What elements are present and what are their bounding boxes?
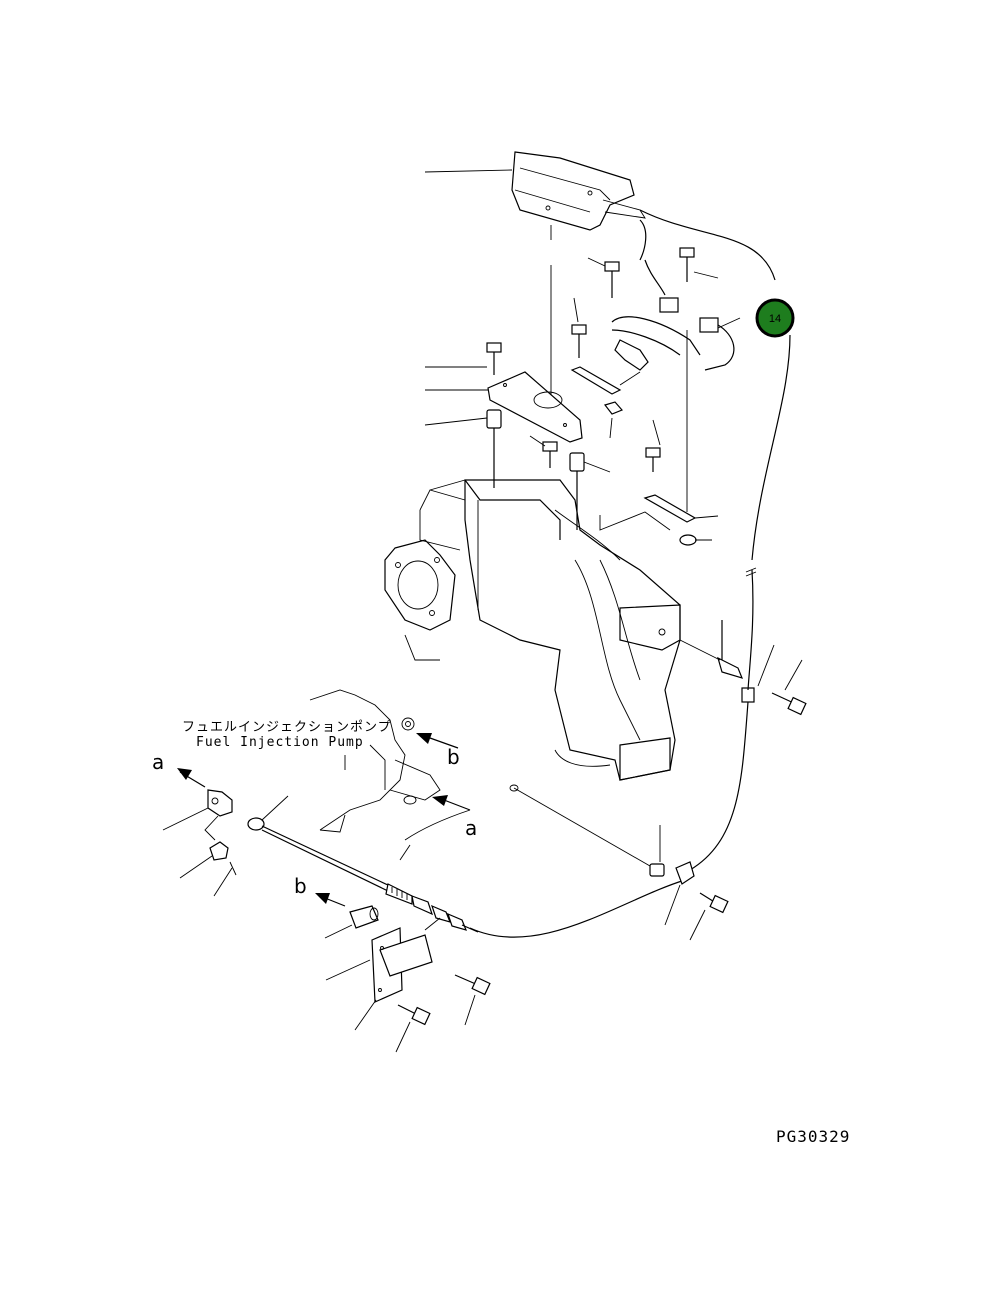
cable-clamp <box>649 861 695 885</box>
leader-line <box>324 924 353 939</box>
leader-line <box>652 419 661 446</box>
connector <box>659 297 735 371</box>
drawing-code: PG30329 <box>776 1127 850 1146</box>
pump-label-en: Fuel Injection Pump <box>196 735 364 750</box>
leader-line <box>395 1021 411 1053</box>
throttle-box <box>511 151 646 231</box>
callout-number: 14 <box>769 313 781 325</box>
leader-line <box>664 884 681 926</box>
bolt <box>397 892 729 1026</box>
spacer <box>349 905 379 929</box>
wire-harness <box>639 209 776 281</box>
leader-line <box>784 659 803 691</box>
leader-line <box>325 959 371 981</box>
control-cable <box>469 879 686 938</box>
wire-harness <box>644 259 666 296</box>
leader-line <box>599 511 671 531</box>
callout-circle <box>755 298 795 338</box>
view-label-a: a <box>465 816 477 840</box>
wire-harness <box>751 334 791 561</box>
leader-line <box>213 867 233 897</box>
leader-line <box>513 787 651 867</box>
leader-line <box>717 317 741 329</box>
pump-label-jp: フュエルインジェクションポンプ <box>182 720 392 735</box>
leader-line <box>694 515 719 519</box>
leader-line <box>162 807 209 831</box>
leader-line <box>399 844 411 861</box>
sensor <box>611 316 701 371</box>
leader-line <box>424 169 513 173</box>
view-label-b: b <box>447 745 460 769</box>
mounting-plate <box>487 371 583 443</box>
control-rod <box>247 817 479 933</box>
leader-line <box>424 417 488 426</box>
wire-harness <box>747 569 754 691</box>
callout-badge: 14 <box>755 298 795 338</box>
leader-line <box>464 994 476 1026</box>
engine-mount-point <box>509 784 519 792</box>
engine-block <box>384 479 681 781</box>
leader-line <box>404 809 471 841</box>
leader-line <box>693 271 719 279</box>
leader-line <box>261 795 289 821</box>
bolt <box>741 687 807 716</box>
pin <box>679 620 744 679</box>
leader-line <box>573 297 579 323</box>
control-cable <box>689 701 749 871</box>
leader-line <box>587 257 606 267</box>
bracket <box>570 366 697 546</box>
leader-line <box>583 461 611 473</box>
bolt <box>486 247 695 472</box>
leader-line <box>354 999 377 1031</box>
ball-joint <box>204 789 237 876</box>
leader-line <box>179 855 213 879</box>
leader-line <box>529 435 546 447</box>
wire-harness <box>639 219 647 261</box>
view-label-a: a <box>152 750 164 774</box>
support-bracket <box>371 927 433 1003</box>
leader-line <box>424 917 441 931</box>
view-arrow <box>177 733 471 907</box>
fuel-injection-pump <box>309 689 441 833</box>
view-label-b: b <box>294 874 307 898</box>
leader-line <box>619 371 641 386</box>
leader-line <box>609 417 613 439</box>
leader-line <box>757 644 775 687</box>
spacer <box>486 409 585 530</box>
leader-line <box>689 909 706 941</box>
